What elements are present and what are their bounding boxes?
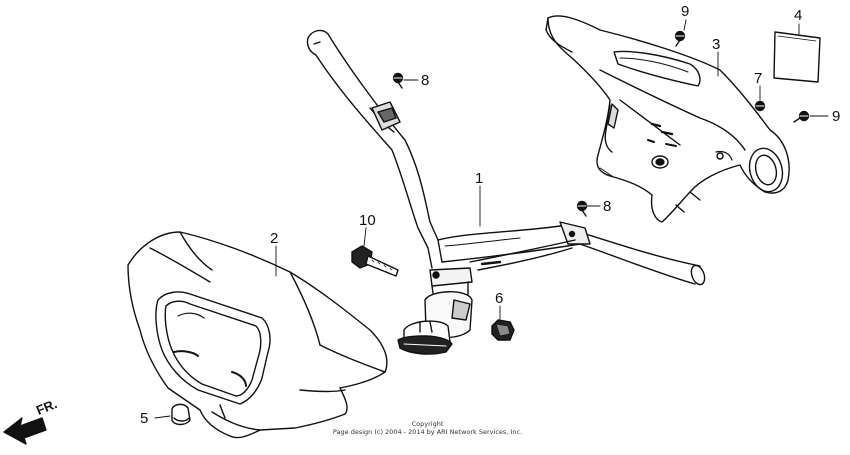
callout-6: 6 [495,290,504,307]
callout-9-upper: 9 [681,3,690,20]
front-cover-part-2 [127,231,388,439]
callout-10: 10 [359,212,376,229]
callout-8-upper: 8 [421,72,430,89]
label-part-4 [773,31,821,83]
callout-5: 5 [140,410,149,427]
copyright-notice: Copyright Page design (c) 2004 - 2014 by… [320,420,535,436]
screw-part-7 [754,100,766,112]
copyright-line-2: Page design (c) 2004 - 2014 by ARI Netwo… [332,428,523,436]
rear-cover-part-3 [545,15,790,223]
callout-7: 7 [754,70,763,87]
bolt-part-10 [351,245,399,277]
nut-part-6 [491,319,515,341]
plug-part-5 [171,403,191,426]
callout-8-lower: 8 [603,198,612,215]
callout-4: 4 [794,7,803,24]
screws-part-9 [674,30,810,123]
callout-9-right: 9 [832,108,841,125]
callout-2: 2 [270,230,279,247]
handlebar-part-1 [306,29,706,355]
leader-lines [154,19,829,419]
callout-3: 3 [712,36,721,53]
callout-1: 1 [475,170,484,187]
copyright-line-1: Copyright [411,420,444,428]
screws-part-8 [392,72,588,217]
front-direction-arrow [3,417,47,445]
